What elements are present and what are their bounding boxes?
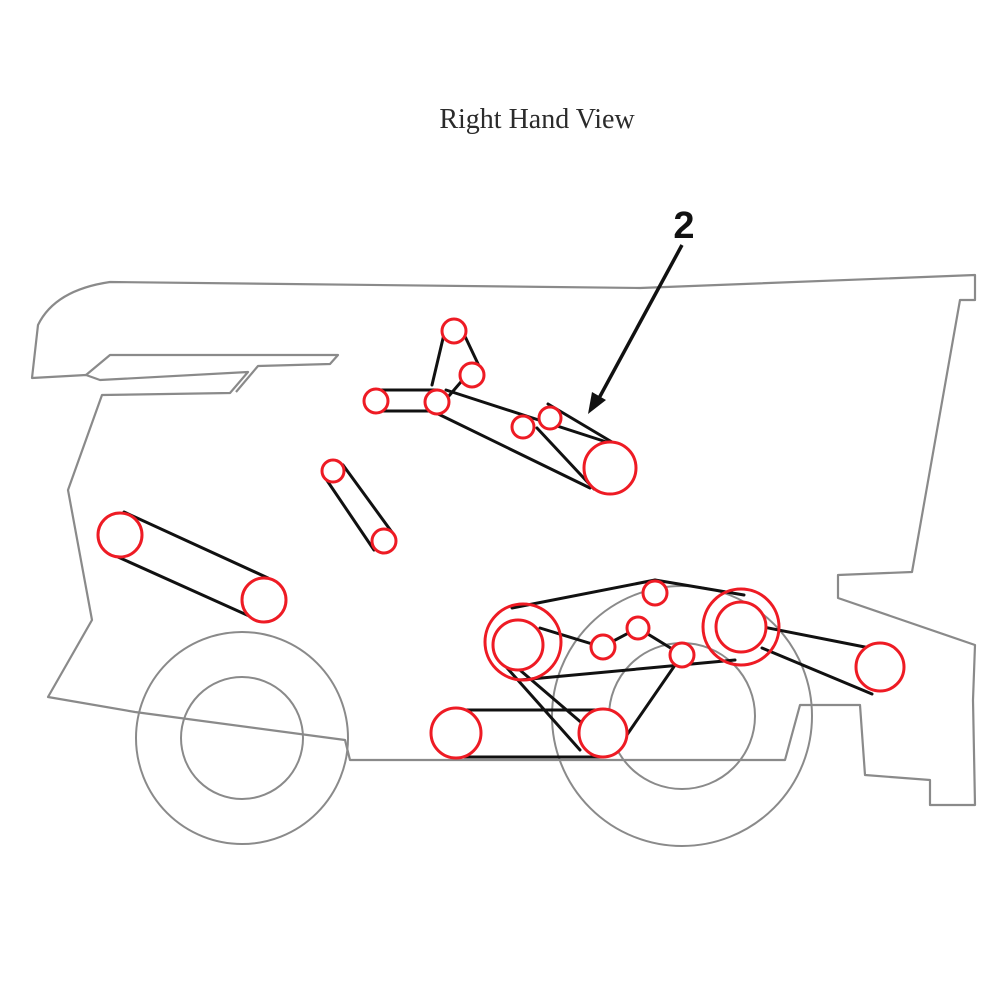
pulley	[423, 388, 451, 416]
belt	[620, 653, 684, 744]
front-wheel	[135, 631, 349, 845]
pulley	[320, 458, 346, 484]
pulley	[537, 405, 563, 431]
belt	[498, 658, 582, 752]
drive-belts	[116, 328, 882, 759]
pulley	[582, 440, 638, 496]
belt	[512, 663, 592, 732]
cab-step-outline	[85, 353, 340, 393]
pulley	[362, 387, 390, 415]
belt	[341, 463, 396, 537]
pulley	[96, 511, 144, 559]
belt	[760, 646, 874, 696]
front-tire	[135, 631, 349, 845]
pulley-outer-ring	[483, 602, 563, 682]
belt	[653, 578, 746, 597]
roof-outline	[30, 273, 977, 807]
front-rim	[180, 676, 304, 800]
belt	[428, 408, 592, 490]
belt	[444, 388, 624, 449]
pulley	[240, 576, 288, 624]
pulley	[458, 361, 486, 389]
belt	[510, 578, 657, 610]
pulley	[854, 641, 906, 693]
belt	[122, 510, 270, 580]
belt	[322, 474, 376, 552]
pulleys	[96, 317, 906, 760]
belt	[535, 426, 596, 491]
belt	[116, 555, 260, 622]
pulley	[668, 641, 696, 669]
pulley	[641, 579, 669, 607]
pulley	[625, 615, 651, 641]
pulley	[714, 600, 768, 654]
pulley	[491, 618, 545, 672]
pulley	[370, 527, 398, 555]
pulley	[577, 707, 629, 759]
pulley	[429, 706, 483, 760]
pulley-outer-ring	[701, 587, 781, 667]
callout-arrow-shaft	[596, 244, 684, 401]
belt	[430, 328, 447, 387]
callout-arrow-head	[588, 392, 606, 414]
belt	[518, 658, 737, 682]
callout-label: 2	[673, 205, 694, 247]
pulley	[510, 414, 536, 440]
pulley	[440, 317, 468, 345]
pulley	[589, 633, 617, 661]
machine-body-outline	[30, 273, 977, 807]
callout-2: 2	[588, 205, 695, 414]
